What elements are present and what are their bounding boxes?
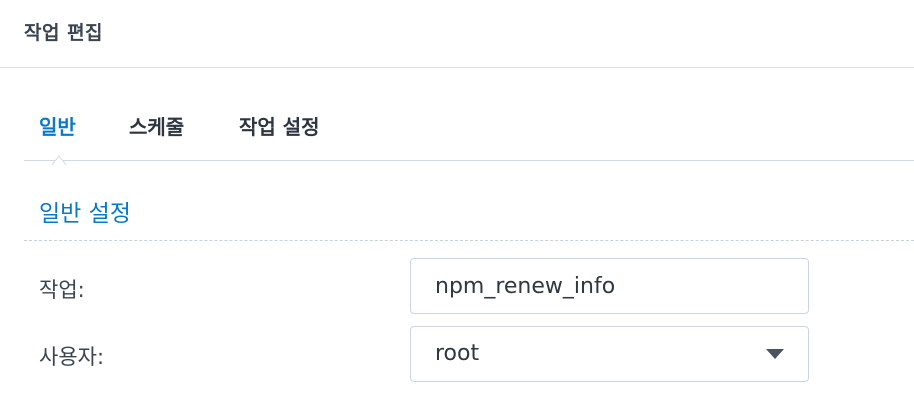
active-tab-pointer-icon	[51, 155, 67, 166]
section-title: 일반 설정	[39, 201, 131, 227]
tab-bar: 일반 스케줄 작업 설정	[24, 69, 914, 166]
user-select-value: root	[435, 341, 480, 366]
section-divider	[24, 240, 914, 241]
chevron-down-icon	[766, 349, 784, 359]
task-name-input[interactable]	[410, 258, 809, 314]
tab-general[interactable]: 일반	[39, 115, 76, 139]
user-select[interactable]: root	[410, 326, 809, 382]
task-label: 작업:	[39, 278, 85, 302]
window-title: 작업 편집	[24, 22, 104, 44]
tab-task-settings[interactable]: 작업 설정	[239, 115, 320, 139]
title-bar: 작업 편집	[0, 0, 914, 68]
user-label: 사용자:	[39, 345, 105, 369]
tab-schedule[interactable]: 스케줄	[129, 115, 185, 139]
